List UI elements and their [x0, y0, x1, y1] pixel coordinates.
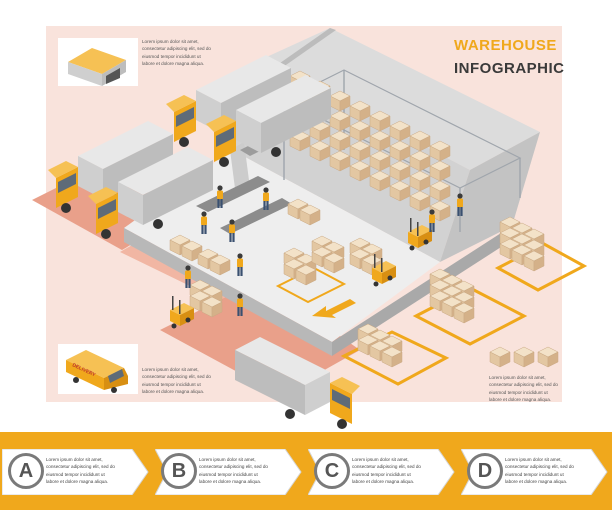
- step-d: D Lorem ipsum dolor sit amet, consectetu…: [461, 449, 611, 495]
- step-d-text: Lorem ipsum dolor sit amet, consectetur …: [505, 457, 574, 485]
- step-c-text: Lorem ipsum dolor sit amet, consectetur …: [352, 457, 421, 485]
- step-a-letter: A: [8, 453, 44, 489]
- delivery-van-icon: DELIVERY: [66, 350, 128, 393]
- warehouse-icon: [68, 48, 126, 86]
- caption-bottom-right: Lorem ipsum dolor sit amet, consectetur …: [489, 375, 558, 403]
- step-b-letter: B: [161, 453, 197, 489]
- step-a-text: Lorem ipsum dolor sit amet, consectetur …: [46, 457, 115, 485]
- step-a: A Lorem ipsum dolor sit amet, consectetu…: [2, 449, 152, 495]
- step-b-text: Lorem ipsum dolor sit amet, consectetur …: [199, 457, 268, 485]
- step-c-letter: C: [314, 453, 350, 489]
- title-line-2: INFOGRAPHIC: [454, 60, 565, 77]
- caption-bottom-left: Lorem ipsum dolor sit amet, consectetur …: [142, 367, 211, 395]
- step-b: B Lorem ipsum dolor sit amet, consectetu…: [155, 449, 305, 495]
- caption-top-left: Lorem ipsum dolor sit amet, consectetur …: [142, 39, 211, 67]
- step-d-letter: D: [467, 453, 503, 489]
- title-line-1: WAREHOUSE: [454, 37, 557, 54]
- box-icon: [489, 346, 559, 368]
- step-c: C Lorem ipsum dolor sit amet, consectetu…: [308, 449, 458, 495]
